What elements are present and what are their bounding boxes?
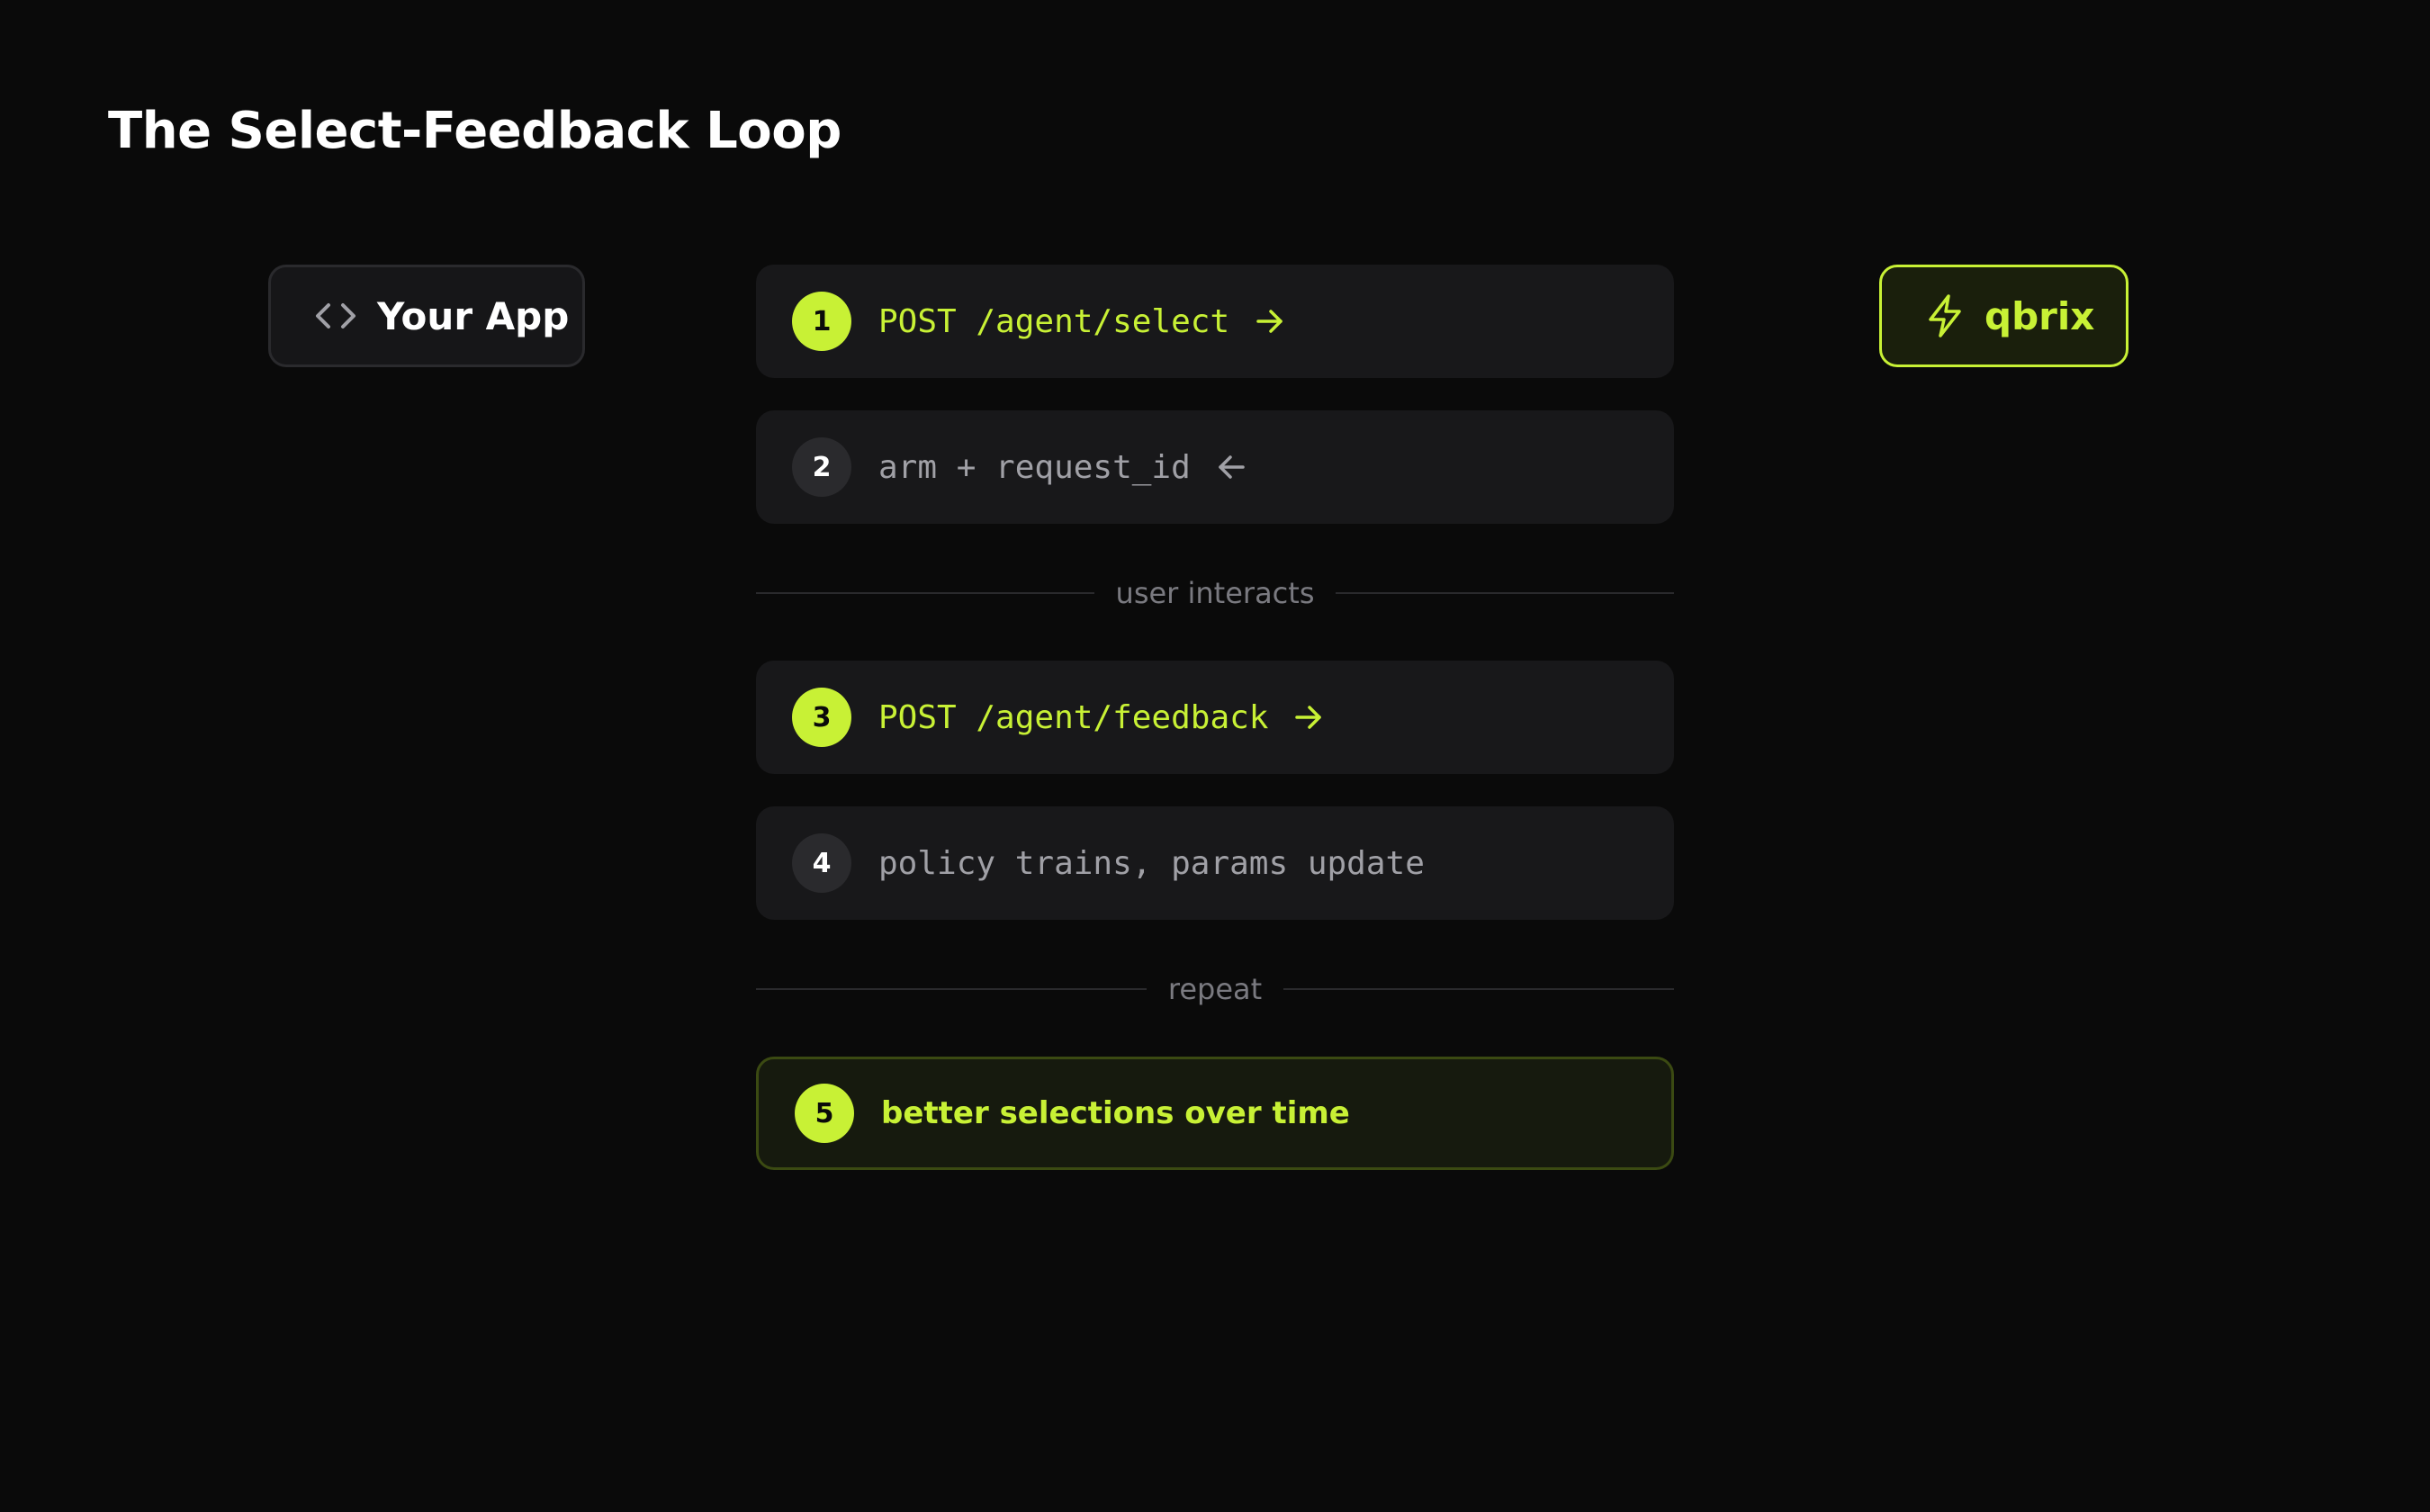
step-number-badge: 1 <box>792 292 851 351</box>
step-label: POST /agent/select <box>878 302 1230 340</box>
step-number-badge: 5 <box>795 1084 854 1143</box>
step-label: arm + request_id <box>878 448 1191 486</box>
arrow-right-icon <box>1255 306 1285 337</box>
your-app-node: Your App <box>268 265 585 367</box>
step-number-badge: 3 <box>792 688 851 747</box>
divider-user-interacts: user interacts <box>756 567 1675 619</box>
step-number-badge: 2 <box>792 437 851 497</box>
arrow-right-icon <box>1293 702 1324 733</box>
qbrix-label: qbrix <box>1984 293 2095 338</box>
divider-line <box>1283 988 1675 990</box>
step-label: policy trains, params update <box>878 844 1425 882</box>
divider-label: user interacts <box>1115 576 1315 610</box>
step-label: POST /agent/feedback <box>878 698 1269 736</box>
divider-line <box>1336 592 1675 594</box>
qbrix-node: qbrix <box>1879 265 2128 367</box>
step-train: 4 policy trains, params update <box>756 806 1674 920</box>
divider-line <box>756 988 1147 990</box>
divider-label: repeat <box>1167 972 1263 1006</box>
divider-repeat: repeat <box>756 963 1675 1015</box>
loop-steps: 1 POST /agent/select 2 arm + request_id <box>756 265 1675 1170</box>
step-response: 2 arm + request_id <box>756 410 1674 524</box>
step-feedback: 3 POST /agent/feedback <box>756 661 1674 774</box>
divider-line <box>756 592 1094 594</box>
code-brackets-icon <box>314 300 357 332</box>
page-title: The Select-Feedback Loop <box>108 102 842 160</box>
step-select: 1 POST /agent/select <box>756 265 1674 378</box>
step-outcome: 5 better selections over time <box>756 1057 1674 1170</box>
lightning-bolt-icon <box>1925 293 1965 338</box>
step-number-badge: 4 <box>792 833 851 893</box>
arrow-left-icon <box>1216 452 1246 482</box>
your-app-label: Your App <box>377 293 570 338</box>
step-label: better selections over time <box>881 1095 1350 1131</box>
